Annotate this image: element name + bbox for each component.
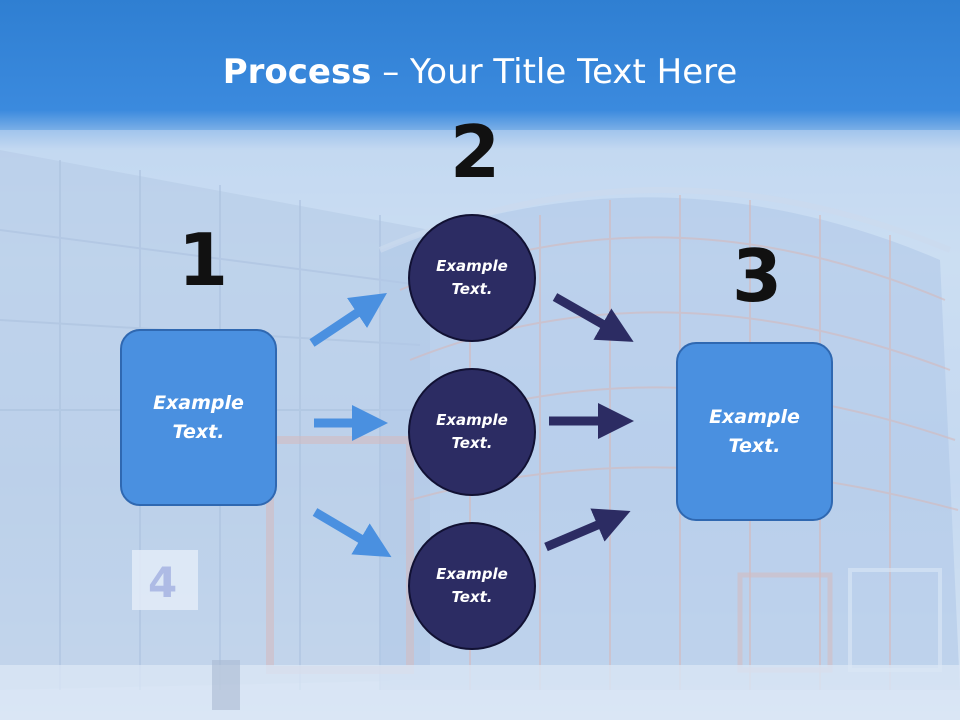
circle-top: Example Text. <box>408 214 536 342</box>
arrow-1-to-circle-bottom <box>312 508 392 558</box>
step-1-box-line2: Text. <box>172 420 225 443</box>
svg-text:4: 4 <box>148 558 177 607</box>
step-1-box-line1: Example <box>153 391 244 414</box>
circle-top-line1: Example <box>436 257 508 275</box>
circle-middle-line2: Text. <box>451 434 493 452</box>
circle-bottom: Example Text. <box>408 522 536 650</box>
circle-bottom-line1: Example <box>436 565 508 583</box>
step-3-box-line2: Text. <box>728 434 781 457</box>
step-number-1: 1 <box>178 218 229 302</box>
step-number-3: 3 <box>732 234 783 318</box>
arrow-1-to-circle-top <box>309 293 387 347</box>
circle-middle-line1: Example <box>436 411 508 429</box>
circle-middle: Example Text. <box>408 368 536 496</box>
step-1-box: Example Text. <box>120 329 277 506</box>
circle-bottom-line2: Text. <box>451 588 493 606</box>
circle-top-line2: Text. <box>451 280 493 298</box>
step-3-box-line1: Example <box>709 405 800 428</box>
step-3-box: Example Text. <box>676 342 833 521</box>
arrow-circle-top-to-3 <box>552 293 634 342</box>
slide-title: Process – Your Title Text Here <box>0 52 960 92</box>
slide-title-rest: – Your Title Text Here <box>371 52 738 92</box>
arrow-circle-bottom-to-3 <box>544 508 631 552</box>
slide-title-bold: Process <box>222 52 372 92</box>
step-number-2: 2 <box>450 110 501 194</box>
